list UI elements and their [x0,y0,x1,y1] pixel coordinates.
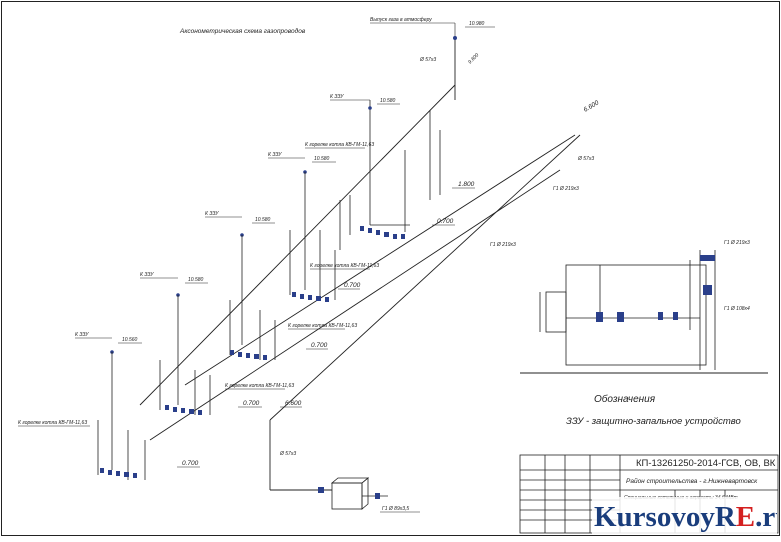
elevation-11: 0.700 [311,342,328,349]
watermark-accent: E [736,501,755,533]
main-pipe-label: Г1 Ø 219х3 [553,186,579,192]
boiler-pipe-label-1: Г1 Ø 219х3 [724,240,750,246]
zzu-label-1: К ЗЗУ [330,94,344,100]
main-pipe-label-3: Ø 57х3 [577,156,594,162]
zzu-label-3: К ЗЗУ [205,211,219,217]
elevation-8: 1.800 [458,181,475,188]
zzu-label-2: К ЗЗУ [268,152,282,158]
boiler-elevation-view [539,250,716,370]
branch-group-5 [97,352,146,480]
elevation-10: 0.700 [344,282,361,289]
boiler-label-1: К горелке котла КВ-ГМ-11,63 [305,142,374,148]
elevation-1: 10.980 [469,21,485,27]
branch-group-3 [229,235,276,360]
elevation-3: 10.580 [380,98,396,104]
zzu-label-4: К ЗЗУ [140,272,154,278]
boiler-label-3: К горелке котла КВ-ГМ-11,63 [288,323,357,329]
boiler-label-4: К горелке котла КВ-ГМ-11,63 [225,383,294,389]
elevation-5: 10.580 [255,217,271,223]
elevation-2: 9.600 [467,52,480,65]
diagram-title: Аксонометрическая схема газопроводов [179,27,306,35]
legend-item: ЗЗУ - защитно-запальное устройство [566,416,741,427]
drawing-code: КП-13261250-2014-ГСВ, ОВ, ВК [636,458,776,469]
boiler-label-5: К горелке котла КВ-ГМ-11,63 [18,420,87,426]
elevation-9: 0.700 [437,218,454,225]
branch-group-2 [289,172,336,300]
valve-cluster-1 [360,226,405,239]
elevation-12: 0.700 [243,400,260,407]
boiler-label-2: К горелке котла КВ-ГМ-11,63 [310,263,379,269]
valve-cluster-2 [292,292,329,302]
legend-title: Обозначения [594,393,656,405]
main-pipe-label-2: Г1 Ø 219х3 [490,242,516,248]
branch-group-1 [339,100,441,250]
main-pipelines [139,38,581,491]
watermark-text: KursovoyRE.ru [594,501,777,533]
watermark-prefix: KursovoyR [594,501,737,533]
branch-pipe-label: Ø 57х3 [279,451,296,457]
valve-cluster-3 [230,350,267,360]
gas-supply-label: Г1 Ø 89х3,5 [382,506,409,512]
elevation-13: 0.700 [182,460,199,467]
watermark: KursovoyRE.ru [592,497,781,535]
vent-cap-icon [453,36,457,40]
elevation-4: 10.580 [314,156,330,162]
zzu-label-5: К ЗЗУ [75,332,89,338]
valve-cluster-5 [100,468,137,478]
branch-group-4 [159,295,211,415]
elevation-14: 6.600 [285,400,302,407]
pipe-label-1: Ø 57х3 [419,57,436,63]
elevation-15: 6.600 [583,99,601,113]
elevation-7: 10.560 [122,337,138,343]
watermark-suffix: .ru [755,501,777,533]
exhaust-label: Выпуск газа в атмосферу [370,17,432,23]
elevation-6: 10.580 [188,277,204,283]
valve-cluster-4 [165,405,202,415]
gas-regulator-unit [318,477,388,510]
region-text: Район строительства - г.Нижневартовск [626,477,758,485]
boiler-valves [596,255,715,322]
boiler-pipe-label-2: Г1 Ø 108х4 [724,306,750,312]
